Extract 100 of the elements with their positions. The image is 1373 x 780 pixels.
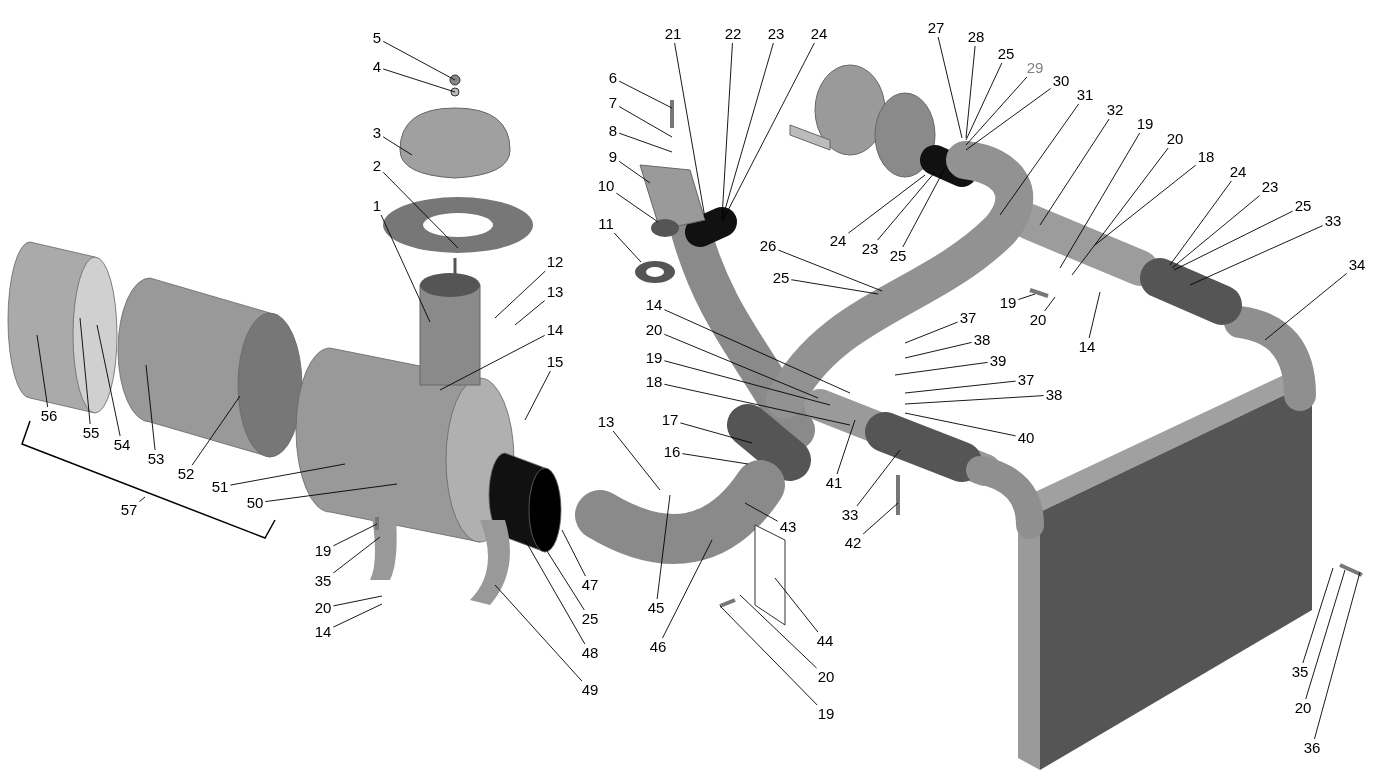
- callout-number: 9: [607, 149, 619, 165]
- callout-number: 10: [596, 178, 616, 194]
- callout-number: 26: [758, 238, 778, 254]
- callout-number: 4: [371, 59, 383, 75]
- callout-number: 18: [1196, 149, 1216, 165]
- leader-line: [332, 523, 378, 547]
- leader-line: [965, 76, 1028, 146]
- callout-number: 37: [958, 310, 978, 326]
- callout-number: 18: [644, 374, 664, 390]
- callout-number: 35: [1290, 664, 1310, 680]
- callout-number: 55: [81, 425, 101, 441]
- callout-number: 20: [644, 322, 664, 338]
- callout-number: 50: [245, 495, 265, 511]
- callout-number: 39: [988, 353, 1008, 369]
- leader-line: [1314, 571, 1361, 740]
- callout-number: 20: [313, 600, 333, 616]
- leader-line: [36, 334, 49, 408]
- leader-line: [847, 174, 926, 234]
- leader-line: [744, 502, 779, 522]
- callout-number: 53: [146, 451, 166, 467]
- callout-number: 7: [607, 95, 619, 111]
- leader-line: [1264, 273, 1348, 341]
- callout-number: 14: [1077, 339, 1097, 355]
- callout-number: 48: [580, 645, 600, 661]
- leader-line: [662, 539, 713, 639]
- leader-line: [618, 106, 673, 138]
- leader-line: [656, 494, 671, 600]
- callout-number: 28: [966, 29, 986, 45]
- leader-line: [856, 449, 901, 507]
- leader-line: [877, 171, 936, 241]
- callout-number: 23: [860, 241, 880, 257]
- callout-number: 19: [644, 350, 664, 366]
- callout-number: 45: [646, 600, 666, 616]
- callout-number: 13: [596, 414, 616, 430]
- callout-number: 25: [996, 46, 1016, 62]
- leader-line: [138, 496, 146, 503]
- leader-line: [663, 360, 831, 406]
- callout-number: 33: [1323, 213, 1343, 229]
- leader-line: [1189, 225, 1324, 286]
- leader-line: [524, 370, 551, 421]
- leader-line: [777, 249, 883, 292]
- callout-number: 47: [580, 577, 600, 593]
- leader-line: [96, 324, 121, 437]
- leader-line: [965, 45, 976, 139]
- leader-line: [514, 300, 546, 326]
- leader-line: [332, 536, 381, 574]
- leader-line: [79, 317, 91, 425]
- leader-line: [191, 395, 241, 466]
- leader-line: [719, 605, 818, 706]
- callout-number: 25: [888, 248, 908, 264]
- leader-line: [145, 364, 156, 451]
- leader-line: [965, 88, 1052, 151]
- leader-line: [1171, 195, 1261, 269]
- callout-number: 17: [660, 412, 680, 428]
- callout-number: 52: [176, 466, 196, 482]
- callout-number: 23: [1260, 179, 1280, 195]
- callout-number: 36: [1302, 740, 1322, 756]
- leader-line: [561, 529, 586, 577]
- leader-line: [382, 68, 456, 93]
- leader-line: [999, 103, 1080, 216]
- leader-line: [618, 80, 673, 109]
- callout-number: 14: [313, 624, 333, 640]
- callout-number: 25: [580, 611, 600, 627]
- callout-number: 20: [1028, 312, 1048, 328]
- leader-line: [382, 40, 456, 81]
- leader-line: [721, 42, 815, 223]
- leader-line: [1173, 210, 1294, 271]
- callout-number: 11: [597, 216, 615, 232]
- leader-line: [774, 577, 819, 633]
- callout-number: 8: [607, 123, 619, 139]
- leader-line: [904, 341, 973, 359]
- callout-number: 27: [926, 20, 946, 36]
- callout-number: 1: [371, 198, 383, 214]
- leader-line: [1017, 293, 1036, 300]
- callout-number: 29: [1025, 60, 1045, 76]
- leader-line: [679, 422, 753, 444]
- callout-number: 37: [1016, 372, 1036, 388]
- callout-number: 42: [843, 535, 863, 551]
- callout-number: 19: [1135, 116, 1155, 132]
- leader-line: [494, 270, 546, 319]
- callout-number: 56: [39, 408, 59, 424]
- leader-line: [836, 419, 856, 475]
- callout-number: 19: [816, 706, 836, 722]
- callout-number: 24: [1228, 164, 1248, 180]
- callout-number: 14: [644, 297, 664, 313]
- callout-number: 34: [1347, 257, 1367, 273]
- leader-line: [1169, 180, 1232, 266]
- callout-number: 20: [816, 669, 836, 685]
- leader-line: [681, 453, 749, 465]
- callout-number: 5: [371, 30, 383, 46]
- callout-number: 19: [313, 543, 333, 559]
- callout-number: 24: [828, 233, 848, 249]
- callout-number: 2: [371, 158, 383, 174]
- callout-number: 6: [607, 70, 619, 86]
- callout-number: 51: [210, 479, 230, 495]
- callout-number: 22: [723, 26, 743, 42]
- leader-line: [494, 584, 583, 682]
- leader-line: [382, 171, 459, 249]
- callout-number: 49: [580, 682, 600, 698]
- leader-line: [894, 361, 989, 376]
